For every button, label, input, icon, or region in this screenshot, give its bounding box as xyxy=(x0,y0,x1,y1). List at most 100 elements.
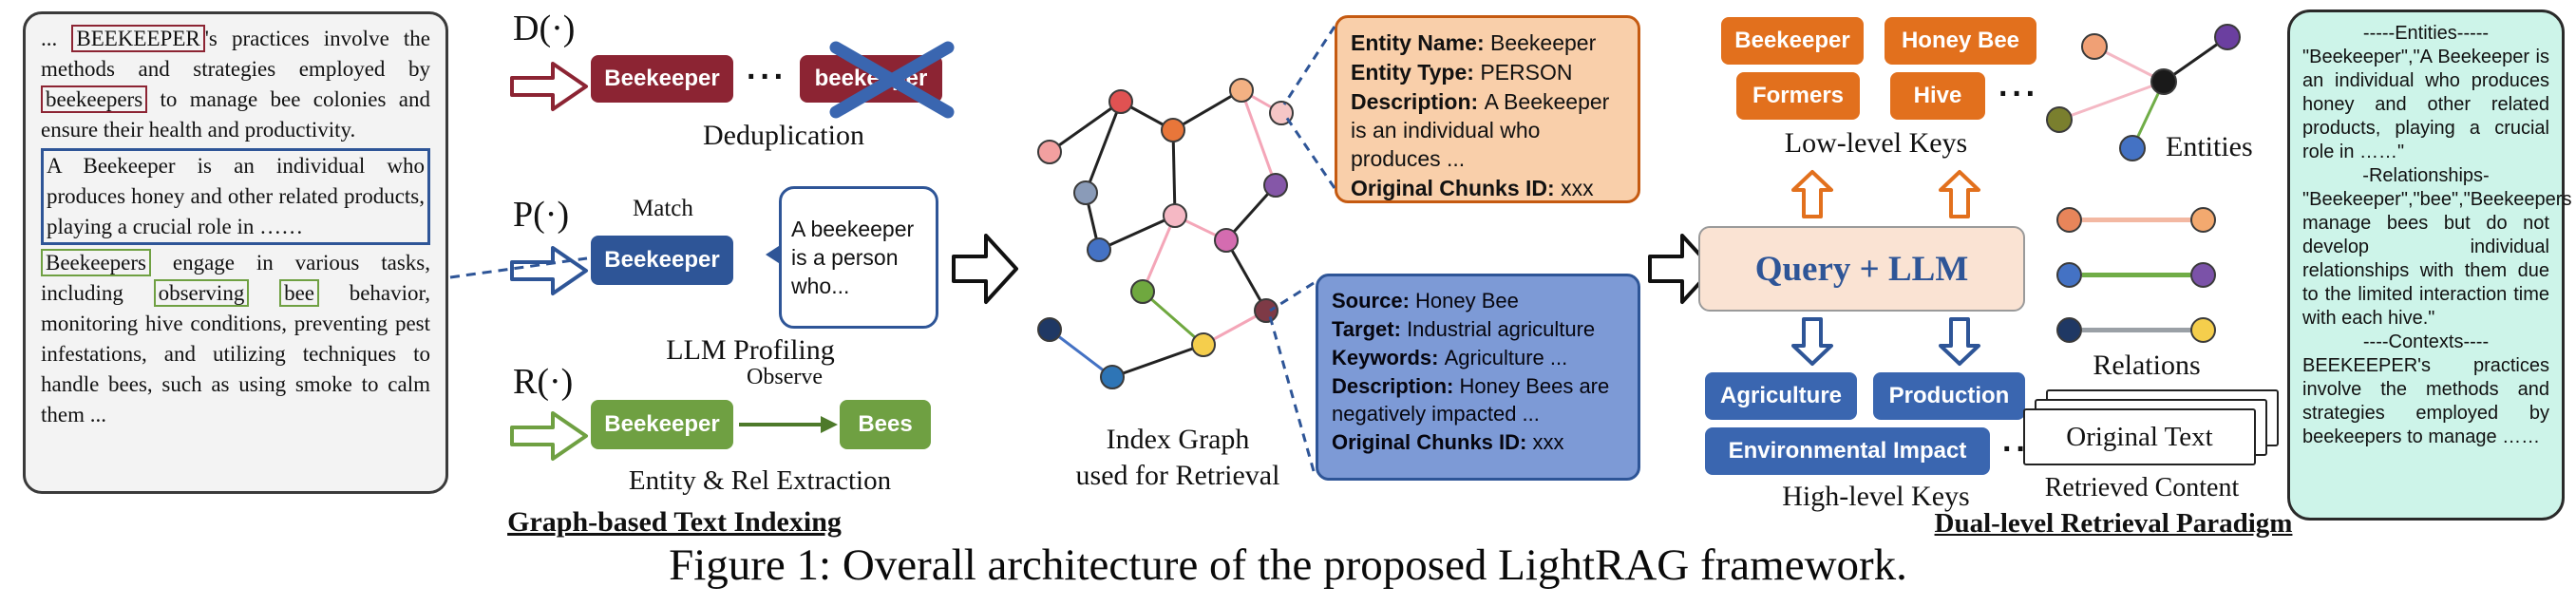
card-field: Entity NameBeekeeper xyxy=(1351,28,1624,57)
graph-node xyxy=(1073,180,1098,205)
extraction-entity-badge: Beekeeper xyxy=(591,400,733,449)
graph-edge xyxy=(1171,129,1177,217)
field-value: PERSON xyxy=(1480,60,1573,85)
card-field: KeywordsAgriculture ... xyxy=(1332,344,1624,371)
extraction-arrow-icon xyxy=(510,411,588,461)
profiling-operator-label: P(·) xyxy=(513,195,570,235)
graph-node xyxy=(1214,228,1239,253)
field-label: Target xyxy=(1332,317,1407,341)
relation-line xyxy=(2082,218,2190,222)
profiled-passage-box: A Beekeeper is an individual who produce… xyxy=(41,148,430,245)
index-graph-label-line2: used for Retrieval xyxy=(1075,460,1280,491)
field-label: Entity Type xyxy=(1351,60,1480,85)
graph-node xyxy=(1229,78,1254,103)
down-arrow-icon xyxy=(1791,317,1833,366)
source-text: ... xyxy=(41,27,72,50)
relation-mention-box: Beekeepers xyxy=(41,249,151,276)
figure-caption: Figure 1: Overall architecture of the pr… xyxy=(669,540,1907,590)
graph-node xyxy=(2081,33,2108,60)
card-field: DescriptionA Beekeeper is an individual … xyxy=(1351,87,1624,173)
relation-endpoint-dot xyxy=(2190,262,2216,288)
retrieved-content-label: Retrieved Content xyxy=(2044,473,2240,502)
field-value: Honey Bees are negatively impacted ... xyxy=(1332,374,1610,426)
section-label-retrieval: Dual-level Retrieval Paradigm xyxy=(1934,508,2293,539)
graph-node xyxy=(1100,365,1125,389)
relation-mention-box: observing xyxy=(153,279,250,307)
relation-endpoint-dot xyxy=(2056,262,2082,288)
graph-edge xyxy=(1111,343,1204,379)
index-graph-label-line1: Index Graph xyxy=(1106,424,1250,455)
profiling-label: LLM Profiling xyxy=(666,334,835,366)
card-field: TargetIndustrial agriculture xyxy=(1332,315,1624,343)
field-label: Source xyxy=(1332,289,1415,312)
card-field: SourceHoney Bee xyxy=(1332,287,1624,314)
relation-pair xyxy=(2056,207,2227,233)
dedup-entity-badge: Beekeeper xyxy=(591,55,733,103)
source-text-panel: ... BEEKEEPER's practices involve the me… xyxy=(23,11,448,494)
flow-arrow-icon xyxy=(1648,234,1714,304)
high-level-key-badge: Environmental Impact xyxy=(1705,427,1990,475)
graph-edge xyxy=(1049,328,1113,379)
card-field: Original Chunks IDxxx xyxy=(1351,174,1624,202)
flow-arrow-icon xyxy=(952,234,1018,304)
profiling-entity-badge: Beekeeper xyxy=(591,236,733,285)
field-value: Beekeeper xyxy=(1490,30,1597,55)
up-arrow-icon xyxy=(1939,170,1980,218)
profile-speech-bubble: A beekeeper is a person who... xyxy=(766,186,938,329)
profiling-arrow-icon xyxy=(510,246,588,295)
relation-endpoint-dot xyxy=(2190,207,2216,233)
graph-node xyxy=(1269,101,1294,125)
down-arrow-icon xyxy=(1939,317,1980,366)
contexts-heading: ----Contexts---- xyxy=(2362,331,2490,352)
relations-label: Relations xyxy=(2093,350,2201,381)
relation-pair xyxy=(2056,262,2227,288)
retrieved-output-panel: -----Entities----- "Beekeeper","A Beekee… xyxy=(2287,9,2571,521)
original-text-card: Original Text xyxy=(2023,408,2256,465)
field-value: Agriculture ... xyxy=(1444,346,1568,369)
index-graph xyxy=(1037,78,1294,389)
dedup-label: Deduplication xyxy=(703,120,864,151)
source-paragraph-3: Beekeepers engage in various tasks, incl… xyxy=(41,248,430,430)
dedup-operator-label: D(·) xyxy=(513,9,576,48)
low-level-key-badge: Beekeeper xyxy=(1721,17,1864,65)
field-value: Honey Bee xyxy=(1415,289,1519,312)
graph-edge xyxy=(1084,101,1123,194)
relation-endpoint-dot xyxy=(2056,207,2082,233)
graph-node xyxy=(2214,24,2241,50)
relation-info-card: SourceHoney Bee TargetIndustrial agricul… xyxy=(1316,274,1640,481)
graph-edge xyxy=(1098,214,1176,252)
extraction-operator-label: R(·) xyxy=(513,362,574,402)
card-field: Original Chunks IDxxx xyxy=(1332,428,1624,456)
source-text: to manage bee colonies and ensure their … xyxy=(41,87,430,142)
relation-endpoint-dot xyxy=(2190,317,2216,343)
graph-node xyxy=(1161,118,1185,142)
relation-line xyxy=(2082,273,2190,277)
high-level-key-badge: Agriculture xyxy=(1705,372,1857,420)
section-label-indexing: Graph-based Text Indexing xyxy=(507,506,842,538)
graph-edge xyxy=(1141,215,1177,293)
ellipsis: ··· xyxy=(1998,76,2039,112)
low-level-key-badge: Honey Bee xyxy=(1885,17,2036,65)
profile-text: A beekeeper is a person who... xyxy=(791,217,915,298)
extraction-label: Entity & Rel Extraction xyxy=(628,465,892,496)
extraction-object-badge: Bees xyxy=(840,400,931,449)
query-llm-box: Query + LLM xyxy=(1698,226,2025,312)
entities-label: Entities xyxy=(2166,131,2253,162)
graph-edge xyxy=(1224,239,1268,312)
match-label: Match xyxy=(633,196,693,221)
relation-edge-label: Observe xyxy=(747,365,823,389)
source-text: behavior, monitoring hive conditions, pr… xyxy=(41,281,431,426)
ellipsis: ··· xyxy=(747,59,787,95)
field-value: xxx xyxy=(1561,176,1594,200)
source-text: 's practices involve the methods and str… xyxy=(41,27,430,81)
graph-node xyxy=(1037,140,1062,164)
relationships-heading: -Relationships- xyxy=(2362,165,2490,186)
source-paragraph-1: ... BEEKEEPER's practices involve the me… xyxy=(41,24,430,145)
original-text-label: Original Text xyxy=(2066,421,2213,452)
field-label: Original Chunks ID xyxy=(1351,176,1561,200)
field-label: Original Chunks ID xyxy=(1332,430,1532,454)
relation-endpoint-dot xyxy=(2056,317,2082,343)
card-field: Entity TypePERSON xyxy=(1351,58,1624,86)
field-label: Description xyxy=(1351,89,1485,114)
